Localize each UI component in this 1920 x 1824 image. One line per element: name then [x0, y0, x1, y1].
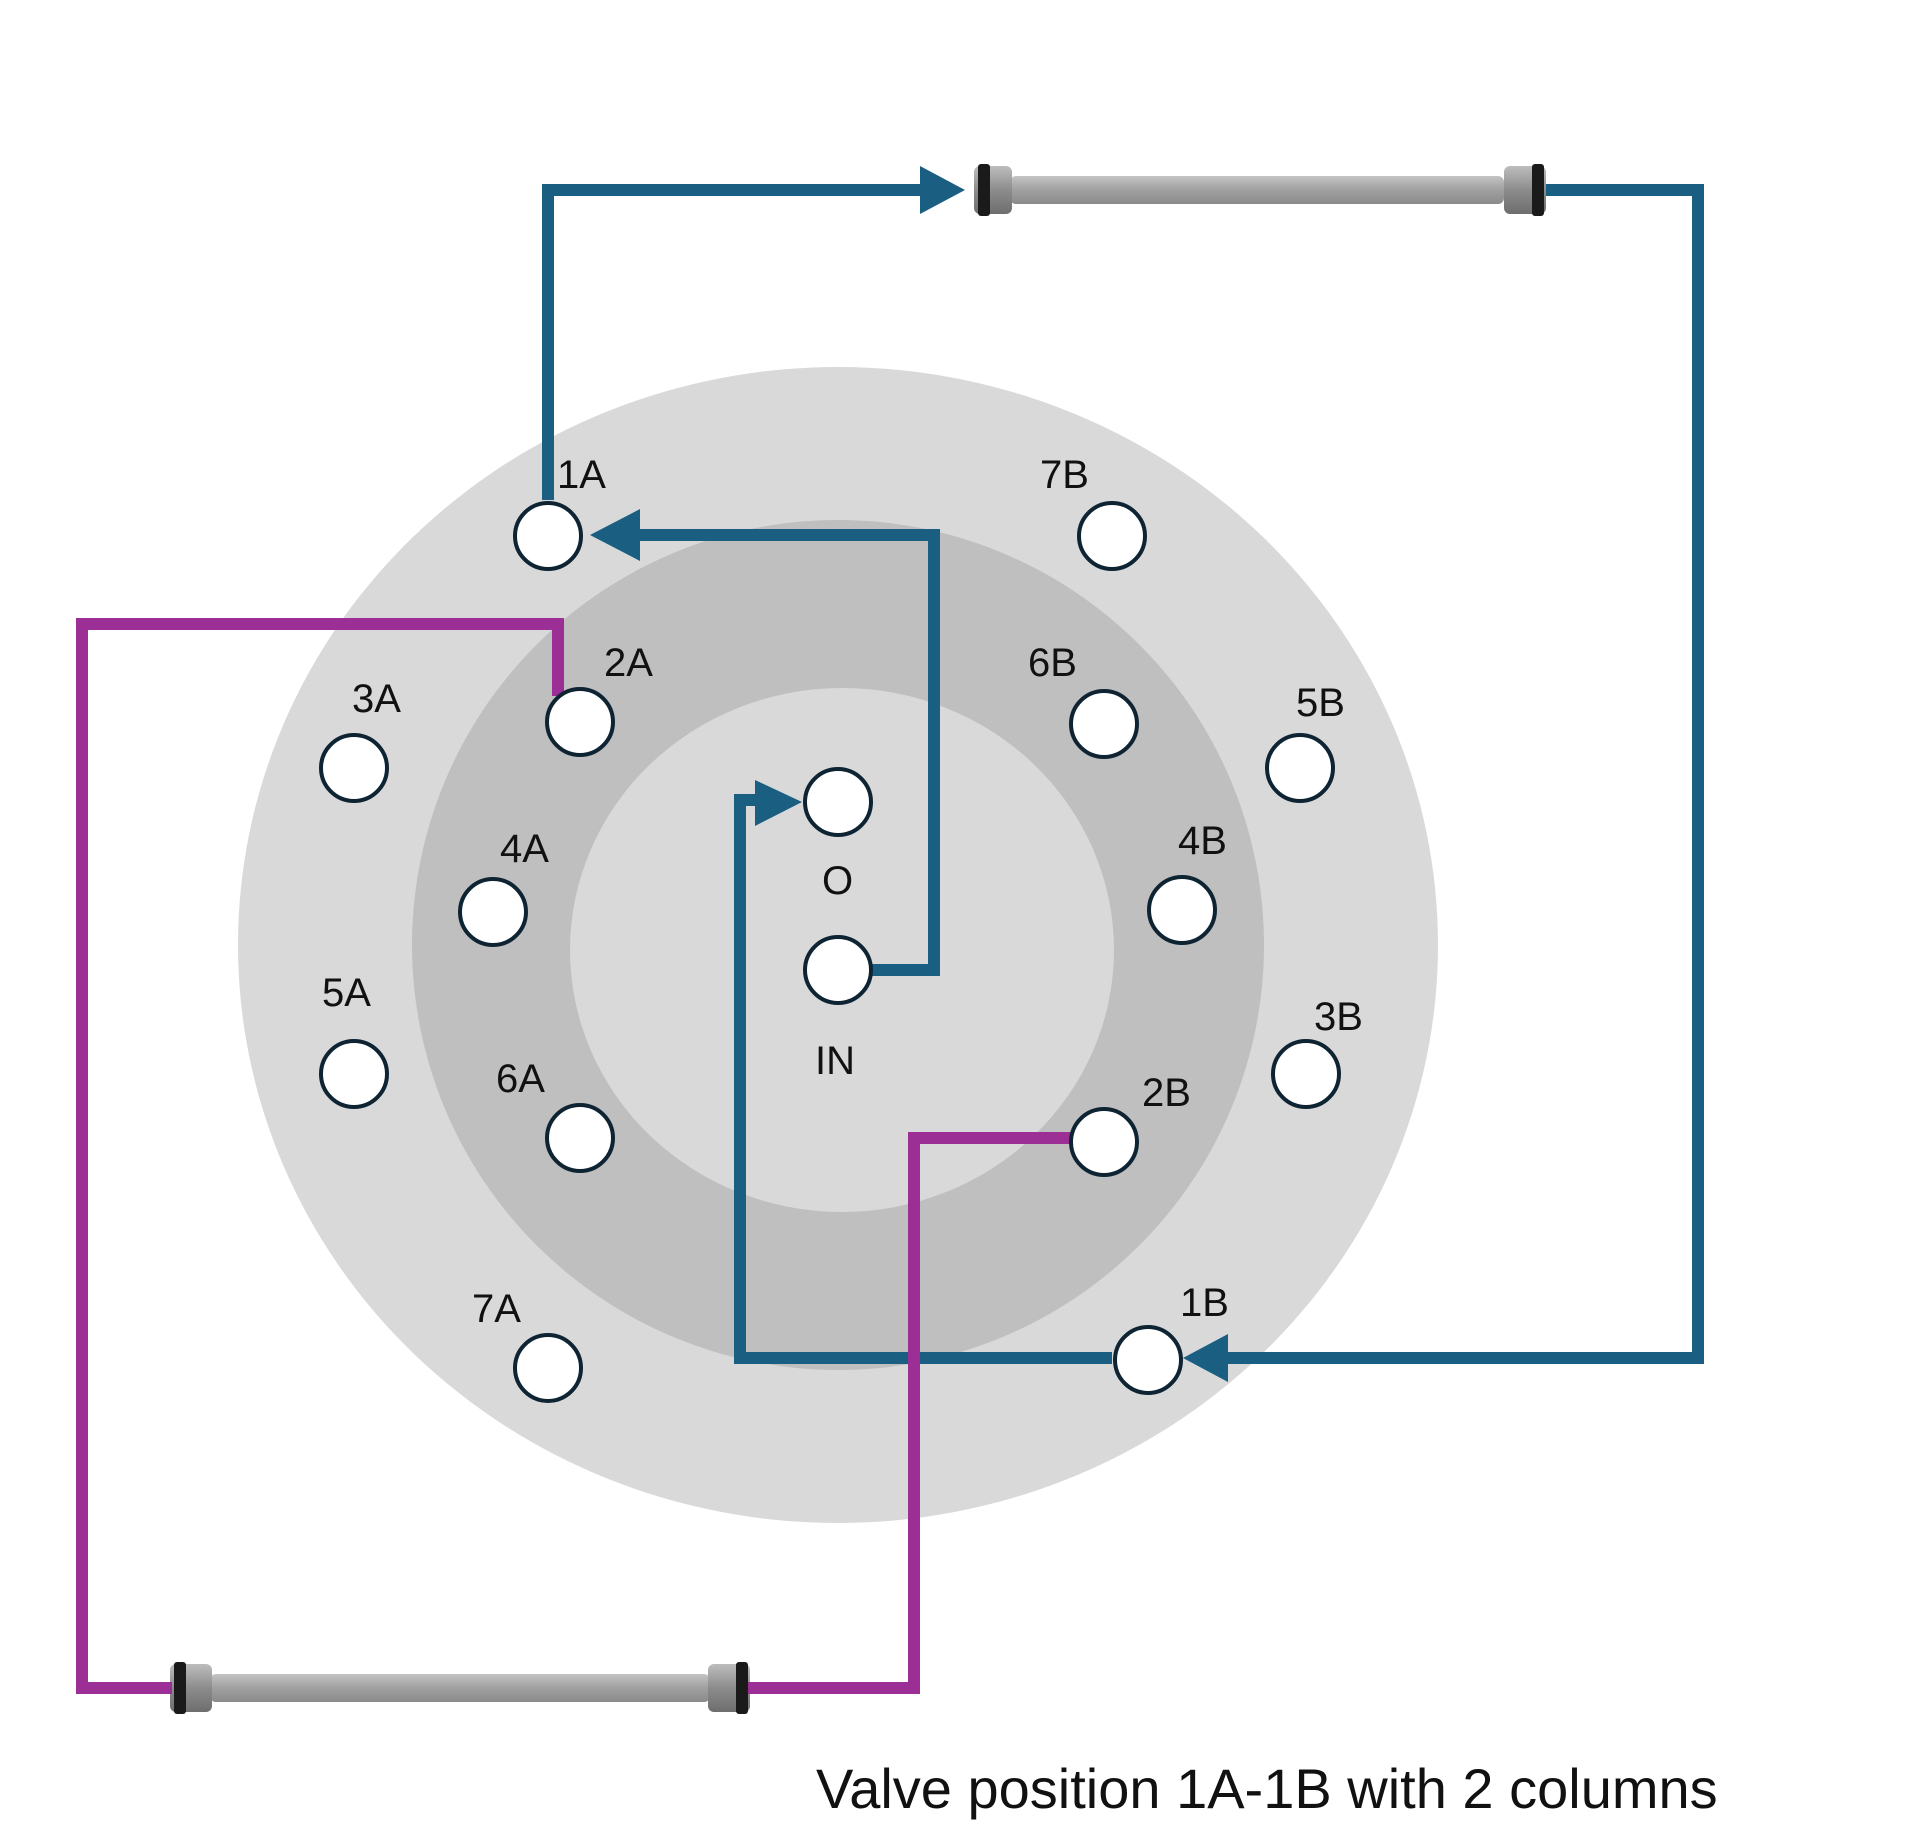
label-7b: 7B [1040, 453, 1089, 497]
label-3a: 3A [352, 677, 401, 721]
blue-line-1a-to-column-top [542, 184, 935, 500]
blue-line-column-top-to-1b [1210, 184, 1704, 1364]
port-5b[interactable] [1265, 733, 1335, 803]
arrow-to-1a-icon [590, 509, 640, 561]
arrow-to-o-icon [755, 780, 802, 826]
port-in[interactable] [803, 935, 873, 1005]
label-1b: 1B [1180, 1281, 1229, 1325]
port-7b[interactable] [1077, 501, 1147, 571]
label-1a: 1A [557, 453, 606, 497]
port-2a[interactable] [545, 687, 615, 757]
port-1a[interactable] [513, 501, 583, 571]
label-6a: 6A [496, 1057, 545, 1101]
port-3a[interactable] [319, 733, 389, 803]
label-2b: 2B [1142, 1071, 1191, 1115]
label-4b: 4B [1178, 819, 1227, 863]
label-5a: 5A [322, 971, 371, 1015]
port-o[interactable] [803, 767, 873, 837]
port-3b[interactable] [1271, 1039, 1341, 1109]
caption: Valve position 1A-1B with 2 columns [816, 1757, 1718, 1820]
port-7a[interactable] [513, 1333, 583, 1403]
purple-line-2a-to-column-bottom [76, 618, 564, 1694]
arrow-to-1b-icon [1183, 1334, 1228, 1382]
port-5a[interactable] [319, 1039, 389, 1109]
port-6b[interactable] [1069, 689, 1139, 759]
blue-line-in-to-1a [630, 529, 940, 976]
label-5b: 5B [1296, 681, 1345, 725]
label-o: O [822, 859, 853, 903]
port-2b[interactable] [1069, 1107, 1139, 1177]
column-bottom-right-cap [736, 1662, 748, 1714]
column-top-body [1010, 176, 1504, 204]
label-7a: 7A [472, 1287, 521, 1331]
blue-line-1b-to-o [734, 794, 1112, 1364]
column-top-right-cap [1532, 164, 1544, 216]
port-1b[interactable] [1113, 1325, 1183, 1395]
purple-line-column-bottom-to-2b [748, 1132, 1072, 1694]
blue-arrowheads [590, 166, 1228, 1382]
label-2a: 2A [604, 641, 653, 685]
label-3b: 3B [1314, 995, 1363, 1039]
column-bottom-body [210, 1674, 710, 1702]
port-4b[interactable] [1147, 875, 1217, 945]
column-top [974, 164, 1546, 216]
column-top-left-cap [978, 164, 990, 216]
column-bottom-left-cap [174, 1662, 186, 1714]
column-bottom [170, 1662, 750, 1714]
label-4a: 4A [500, 827, 549, 871]
blue-flow-path [542, 184, 1704, 1364]
port-labels: 1A 2A 3A 4A 5A 6A 7A 7B 6B 5B 4B 3B 2B 1… [322, 453, 1363, 1331]
arrow-to-column-top-icon [920, 166, 965, 214]
label-in: IN [815, 1039, 855, 1083]
ports [319, 501, 1341, 1403]
label-6b: 6B [1028, 641, 1077, 685]
purple-flow-path [76, 618, 1072, 1694]
port-6a[interactable] [545, 1103, 615, 1173]
port-4a[interactable] [458, 877, 528, 947]
